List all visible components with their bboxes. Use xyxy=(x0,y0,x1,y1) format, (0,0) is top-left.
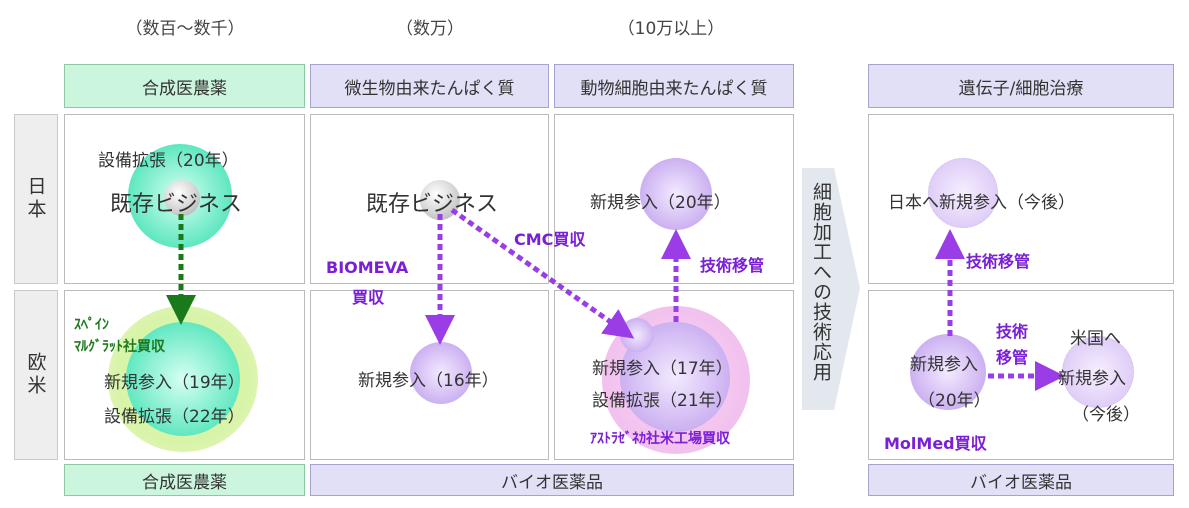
chem-west-entry-text: 新規参入（19年） xyxy=(104,373,245,393)
gene-tech-line1: 技術 xyxy=(996,322,1029,341)
animal-west-expand-text: 設備拡張（21年） xyxy=(592,391,733,411)
gene-us-line3: （今後） xyxy=(1072,405,1140,425)
circle-gene-west xyxy=(910,334,986,410)
animal-jp-entry-text: 新規参入（20年） xyxy=(590,193,731,213)
gene-molmed-text: MolMed買収 xyxy=(884,434,987,453)
chem-jp-expand-text: 設備拡張（20年） xyxy=(98,151,239,171)
micro-jp-existing-text: 既存ビジネス xyxy=(366,192,499,217)
gene-us-line1: 米国へ xyxy=(1070,329,1121,349)
gene-west-entry-line1: 新規参入 xyxy=(910,355,978,375)
circle-chem-existing-small xyxy=(164,180,200,216)
chem-jp-existing-text: 既存ビジネス xyxy=(110,192,243,217)
middle-arrow-label: 細胞加工への技術応用 xyxy=(810,182,832,382)
gene-tech-transfer-text: 技術移管 xyxy=(966,252,1031,271)
scale-hundredthousands: （10万以上） xyxy=(617,19,725,39)
gene-tech-line2: 移管 xyxy=(996,348,1029,367)
chem-west-acq-line2: ﾏﾙｸﾞﾗｯﾄ社買収 xyxy=(74,339,165,355)
header-animal: 動物細胞由来たんぱく質 xyxy=(554,64,794,108)
scale-hundreds: （数百～数千） xyxy=(125,19,245,39)
footer-bio: バイオ医薬品 xyxy=(310,464,794,496)
circle-micro-west xyxy=(410,342,472,404)
header-chemical: 合成医農薬 xyxy=(64,64,305,108)
circle-gene-japan xyxy=(928,158,998,228)
circle-animal-japan xyxy=(640,158,712,230)
header-microbial: 微生物由来たんぱく質 xyxy=(310,64,549,108)
chem-west-expand-text: 設備拡張（22年） xyxy=(104,407,245,427)
header-gene: 遺伝子/細胞治療 xyxy=(868,64,1174,108)
micro-biomeva-line1: BIOMEVA xyxy=(326,258,409,277)
animal-tech-transfer-text: 技術移管 xyxy=(700,256,765,275)
circle-chem-west-inner xyxy=(126,322,240,436)
animal-west-entry-text: 新規参入（17年） xyxy=(592,359,733,379)
micro-cmc-text: CMC買収 xyxy=(514,230,586,249)
gene-west-entry-line2: （20年） xyxy=(918,391,991,411)
footer-chemical: 合成医農薬 xyxy=(64,464,305,496)
row-label-japan: 日本 xyxy=(14,114,58,284)
footer-bio-gene: バイオ医薬品 xyxy=(868,464,1174,496)
micro-biomeva-line2: 買収 xyxy=(352,288,385,307)
row-label-west: 欧米 xyxy=(14,290,58,460)
cell-gene-japan xyxy=(868,114,1174,284)
animal-az-acq-text: ｱｽﾄﾗｾﾞﾈｶ社米工場買収 xyxy=(590,431,730,447)
gene-us-line2: 新規参入 xyxy=(1058,369,1126,389)
gene-jp-entry-text: 日本へ新規参入（今後） xyxy=(888,193,1075,213)
micro-west-entry-text: 新規参入（16年） xyxy=(358,371,499,391)
scale-tenthousands: （数万） xyxy=(396,19,464,39)
arrow-cmc-diagonal xyxy=(450,207,635,339)
chem-west-acq-line1: ｽﾍﾟｲﾝ xyxy=(74,317,109,333)
